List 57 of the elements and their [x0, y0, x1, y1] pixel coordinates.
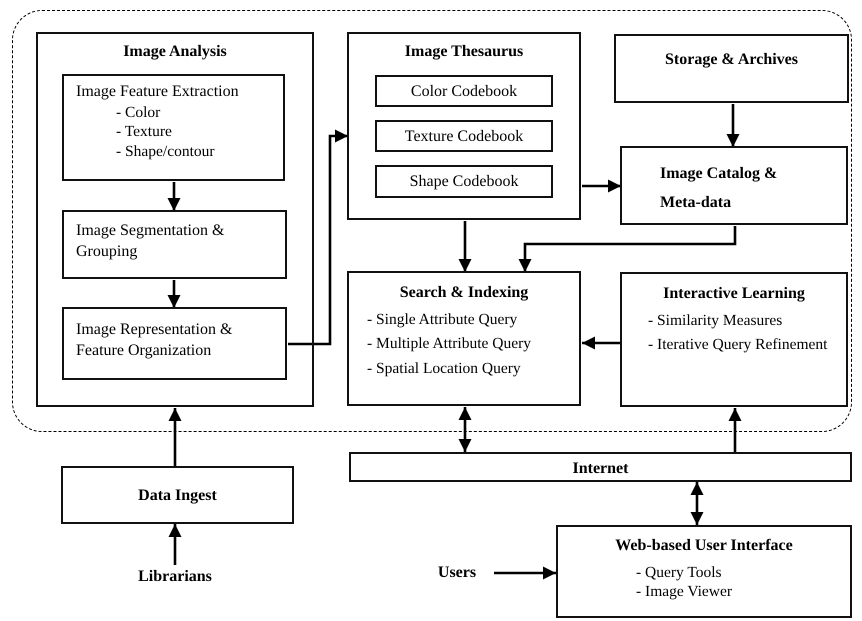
list-item: - Iterative Query Refinement [647, 335, 828, 355]
process-box [375, 120, 553, 152]
list-item: - Single Attribute Query [366, 310, 518, 330]
box-title: Shape Codebook [408, 172, 520, 192]
box-title: Color Codebook [410, 82, 518, 102]
box-title: Image Feature Extraction [76, 82, 240, 102]
process-box [62, 210, 287, 279]
box-title: Image Thesaurus [404, 42, 524, 62]
dashed-boundary [12, 10, 852, 432]
list-item: - Shape/contour [115, 142, 216, 161]
list-item: - Similarity Measures [647, 310, 784, 330]
process-box [61, 466, 294, 524]
arrow [168, 408, 182, 466]
box-title: Image Analysis [122, 42, 228, 62]
box-title: Data Ingest [137, 486, 218, 506]
box-title: Search & Indexing [398, 283, 530, 303]
box-title: Interactive Learning [662, 284, 806, 304]
list-item: - Color [115, 102, 162, 122]
process-box [62, 74, 285, 181]
arrow [582, 336, 621, 350]
actor-label: Users [420, 561, 494, 585]
process-box [556, 525, 852, 618]
process-box [620, 146, 848, 225]
process-box [36, 32, 314, 407]
list-item: - Spatial Location Query [366, 358, 522, 378]
list-item: - Multiple Attribute Query [366, 334, 532, 354]
box-title: Image Segmentation & Grouping [76, 221, 226, 262]
process-box [347, 32, 581, 220]
box-title: Image Representation & Feature Organization [76, 320, 234, 361]
box-title: Web-based User Interface [614, 536, 794, 556]
arrow [458, 221, 472, 272]
arrow [518, 226, 736, 272]
actor-label: Librarians [125, 565, 225, 591]
list-item: - Texture [115, 122, 173, 142]
box-title: Texture Codebook [404, 127, 524, 147]
list-item: - Query Tools [635, 562, 723, 582]
box-title: Storage & Archives [664, 50, 799, 70]
box-title: Internet [572, 459, 630, 479]
arrow [288, 130, 348, 346]
arrow [726, 104, 740, 147]
arrow [690, 482, 704, 525]
arrow [494, 566, 556, 580]
process-box [620, 272, 848, 407]
arrow [168, 280, 180, 308]
process-box [375, 165, 553, 198]
arrow [458, 407, 472, 452]
arrow [582, 180, 621, 192]
arrow [728, 408, 742, 452]
box-title: Image Catalog & Meta-data [660, 164, 778, 213]
process-box [614, 34, 849, 103]
arrow [168, 524, 182, 565]
arrow [168, 182, 180, 211]
process-box [375, 75, 553, 107]
process-box [347, 271, 581, 406]
process-box [62, 307, 287, 380]
process-box [349, 452, 852, 482]
list-item: - Image Viewer [635, 582, 734, 602]
